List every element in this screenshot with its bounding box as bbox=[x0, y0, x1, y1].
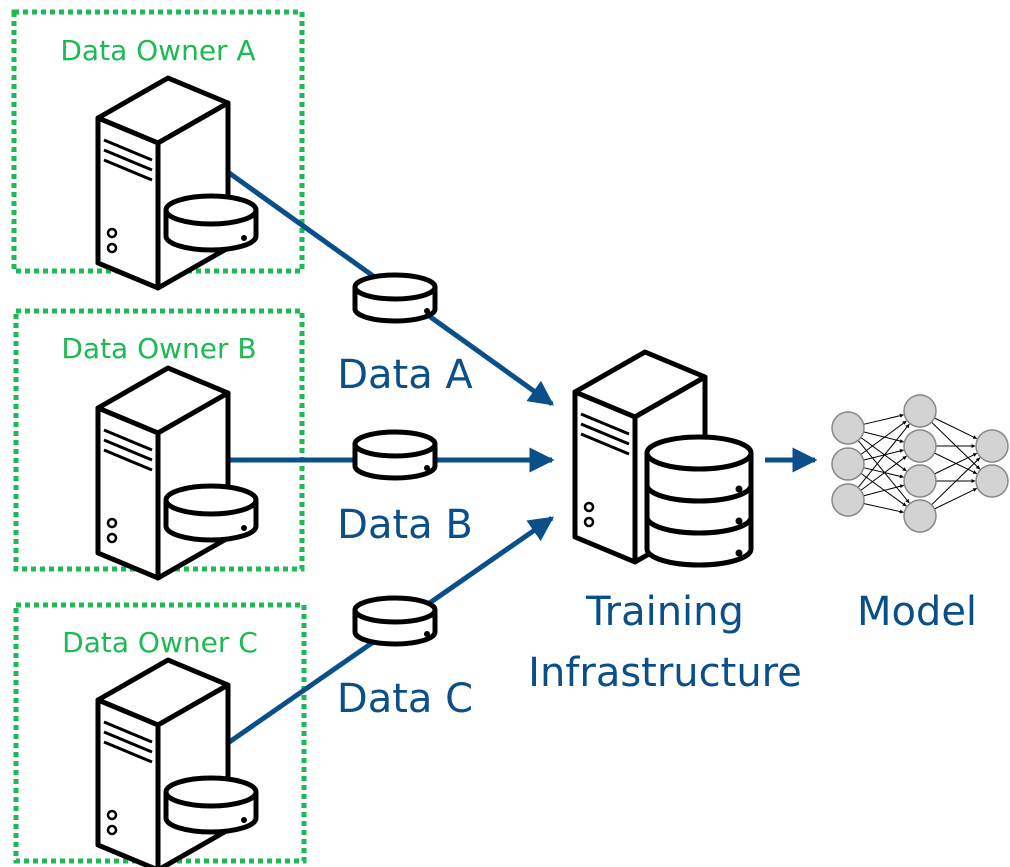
database-stack-icon bbox=[644, 434, 754, 568]
server-icon-c bbox=[98, 660, 256, 867]
nn-edge bbox=[863, 431, 904, 443]
data-c-label: Data C bbox=[337, 676, 473, 722]
nn-edge bbox=[860, 420, 907, 455]
nn-node bbox=[831, 411, 865, 445]
nn-edge bbox=[863, 413, 904, 425]
server-icon-a bbox=[98, 78, 256, 288]
nn-edge bbox=[863, 449, 904, 461]
training-label-line1: Training bbox=[585, 589, 744, 635]
model-label: Model bbox=[857, 589, 977, 635]
data-b-label: Data B bbox=[337, 502, 473, 548]
nn-edge bbox=[857, 440, 910, 504]
nn-edge bbox=[863, 502, 904, 514]
training-server-icon bbox=[575, 352, 754, 568]
nn-node bbox=[831, 483, 865, 517]
owner-a-label: Data Owner A bbox=[60, 34, 255, 67]
data-c-disk-icon bbox=[355, 598, 435, 644]
owner-c-label: Data Owner C bbox=[62, 626, 258, 659]
nn-edge bbox=[860, 455, 907, 491]
data-a-label: Data A bbox=[337, 352, 473, 398]
server-icon-b bbox=[98, 368, 256, 578]
nn-edge bbox=[934, 417, 978, 440]
data-a-disk-icon bbox=[355, 275, 435, 321]
nn-node bbox=[975, 464, 1009, 498]
nn-edge bbox=[931, 457, 981, 506]
nn-node bbox=[903, 499, 937, 533]
nn-edge bbox=[863, 484, 904, 497]
nn-node bbox=[831, 447, 865, 481]
owner-box-a: Data Owner A bbox=[11, 9, 305, 274]
training-label-line2: Infrastructure bbox=[528, 650, 802, 696]
nn-node bbox=[903, 394, 937, 428]
neural-network-icon bbox=[831, 394, 1009, 533]
nn-edge bbox=[857, 423, 910, 488]
owner-b-label: Data Owner B bbox=[61, 332, 256, 365]
nn-node bbox=[975, 429, 1009, 463]
data-b-disk-icon bbox=[355, 432, 435, 478]
nn-node bbox=[903, 429, 937, 463]
nn-edge bbox=[934, 452, 978, 475]
nn-edge bbox=[860, 437, 907, 472]
nn-edge bbox=[934, 487, 978, 510]
nn-node bbox=[903, 464, 937, 498]
nn-edge bbox=[863, 467, 904, 479]
nn-edge bbox=[860, 472, 907, 507]
